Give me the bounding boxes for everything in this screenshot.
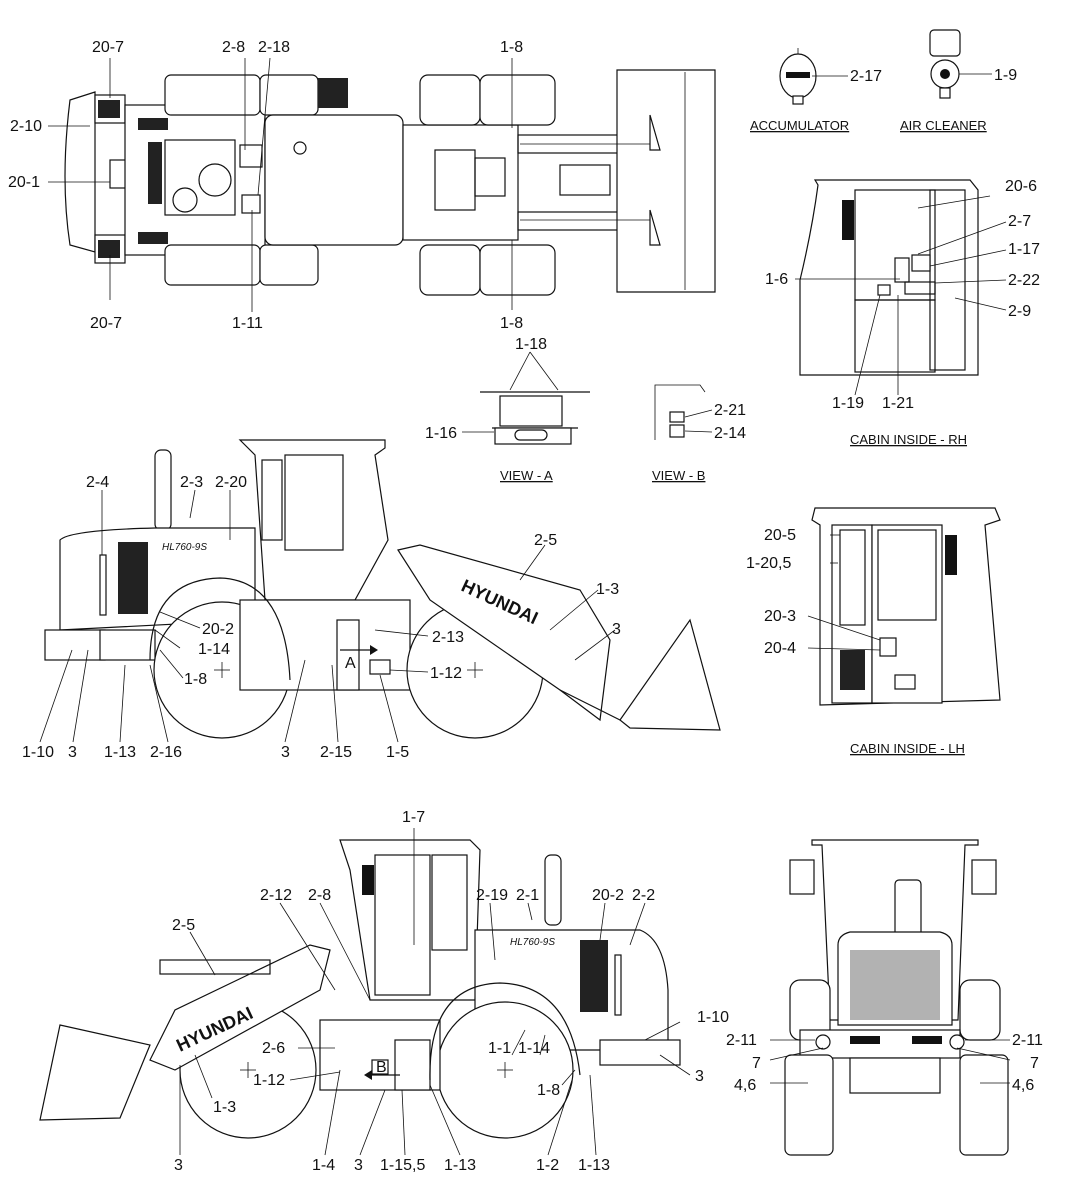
callout-right-2-12: 2-12 bbox=[260, 887, 292, 904]
callout-right-1-7: 1-7 bbox=[402, 809, 425, 826]
callout-top-20-1: 20-1 bbox=[8, 174, 40, 191]
callout-1-21: 1-21 bbox=[882, 395, 914, 412]
callout-left-2-13: 2-13 bbox=[432, 629, 464, 646]
callout-right-1-3: 1-3 bbox=[213, 1099, 236, 1116]
callout-left-2-20: 2-20 bbox=[215, 474, 247, 491]
callout-rear-2-11-left: 2-11 bbox=[726, 1032, 757, 1049]
callout-left-3b: 3 bbox=[281, 744, 290, 761]
callout-left-2-15: 2-15 bbox=[320, 744, 352, 761]
callout-left-1-5: 1-5 bbox=[386, 744, 409, 761]
callout-right-1-2: 1-2 bbox=[536, 1157, 559, 1174]
callout-rear-7-left: 7 bbox=[752, 1055, 761, 1072]
callout-rear-2-11-right: 2-11 bbox=[1012, 1032, 1043, 1049]
view-b-caption: VIEW - B bbox=[652, 468, 705, 483]
callout-2-17: 2-17 bbox=[850, 68, 882, 85]
callout-right-2-8: 2-8 bbox=[308, 887, 331, 904]
callout-1-19: 1-19 bbox=[832, 395, 864, 412]
left-arrow-label: A bbox=[345, 655, 356, 672]
callout-right-1-8: 1-8 bbox=[537, 1082, 560, 1099]
accumulator-detail: 2-17 ACCUMULATOR bbox=[750, 48, 882, 133]
view-a-caption: VIEW - A bbox=[500, 468, 553, 483]
callout-right-1-13b: 1-13 bbox=[578, 1157, 610, 1174]
callout-right-2-6: 2-6 bbox=[262, 1040, 285, 1057]
view-a: 1-18 1-16 VIEW - A bbox=[425, 336, 590, 483]
callout-right-1-10: 1-10 bbox=[697, 1009, 729, 1026]
right-model-text: HL760-9S bbox=[510, 937, 555, 948]
callout-left-3-bucket: 3 bbox=[612, 621, 621, 638]
callout-top-20-7b: 20-7 bbox=[90, 315, 122, 332]
callout-top-2-10: 2-10 bbox=[10, 118, 42, 135]
callout-20-5: 20-5 bbox=[764, 527, 796, 544]
callout-2-21: 2-21 bbox=[714, 402, 746, 419]
callout-20-3: 20-3 bbox=[764, 608, 796, 625]
callout-right-3-rear: 3 bbox=[695, 1068, 704, 1085]
callout-rear-4-6-left: 4,6 bbox=[734, 1077, 756, 1094]
callout-left-1-13: 1-13 bbox=[104, 744, 136, 761]
callout-right-2-19: 2-19 bbox=[476, 887, 508, 904]
callout-rear-7-right: 7 bbox=[1030, 1055, 1039, 1072]
left-side-view: HYUNDAI HL760-9S A 2-4 2-3 2-20 2-5 bbox=[22, 439, 721, 761]
top-view: 20-7 2-8 2-18 1-8 2-10 20-1 20-7 1-11 1-… bbox=[8, 39, 716, 332]
callout-right-2-2: 2-2 bbox=[632, 887, 655, 904]
callout-right-2-5: 2-5 bbox=[172, 917, 195, 934]
accumulator-caption: ACCUMULATOR bbox=[750, 118, 849, 133]
callout-1-18: 1-18 bbox=[515, 336, 547, 353]
callout-top-20-7a: 20-7 bbox=[92, 39, 124, 56]
rear-view: 2-11 2-11 7 7 4,6 4,6 bbox=[726, 839, 1043, 1156]
callout-1-17: 1-17 bbox=[1008, 241, 1040, 258]
view-b: 2-21 2-14 VIEW - B bbox=[652, 384, 746, 483]
callout-rear-4-6-right: 4,6 bbox=[1012, 1077, 1034, 1094]
cabin-lh-caption: CABIN INSIDE - LH bbox=[850, 741, 965, 756]
callout-left-1-14: 1-14 bbox=[198, 641, 230, 658]
callout-1-16: 1-16 bbox=[425, 425, 457, 442]
callout-left-2-5: 2-5 bbox=[534, 532, 557, 549]
callout-left-1-12: 1-12 bbox=[430, 665, 462, 682]
callout-right-1-1: 1-1 bbox=[488, 1040, 511, 1057]
callout-right-1-4: 1-4 bbox=[312, 1157, 335, 1174]
cabin-inside-rh: 20-6 2-7 1-17 1-6 2-22 2-9 1-19 1-21 CAB… bbox=[765, 178, 1040, 447]
callout-top-2-8: 2-8 bbox=[222, 39, 245, 56]
callout-1-6: 1-6 bbox=[765, 271, 788, 288]
air-cleaner-detail: 1-9 AIR CLEANER bbox=[900, 29, 1017, 133]
callout-right-2-1: 2-1 bbox=[516, 887, 539, 904]
callout-left-2-16: 2-16 bbox=[150, 744, 182, 761]
callout-20-4: 20-4 bbox=[764, 640, 796, 657]
right-arrow-label: B bbox=[376, 1059, 387, 1076]
callout-left-1-3: 1-3 bbox=[596, 581, 619, 598]
callout-top-1-11: 1-11 bbox=[232, 315, 263, 332]
callout-2-7: 2-7 bbox=[1008, 213, 1031, 230]
callout-2-9: 2-9 bbox=[1008, 303, 1031, 320]
callout-right-3b: 3 bbox=[354, 1157, 363, 1174]
air-cleaner-caption: AIR CLEANER bbox=[900, 118, 987, 133]
callout-right-1-12: 1-12 bbox=[253, 1072, 285, 1089]
callout-left-2-3: 2-3 bbox=[180, 474, 203, 491]
callout-top-1-8a: 1-8 bbox=[500, 39, 523, 56]
right-side-view: HL760-9S HYUNDAI B bbox=[39, 809, 729, 1174]
callout-20-6: 20-6 bbox=[1005, 178, 1037, 195]
callout-right-1-13a: 1-13 bbox=[444, 1157, 476, 1174]
cabin-rh-caption: CABIN INSIDE - RH bbox=[850, 432, 967, 447]
callout-right-1-14: 1-14 bbox=[518, 1040, 550, 1057]
top-grill-upper bbox=[98, 100, 120, 118]
callout-2-14: 2-14 bbox=[714, 425, 746, 442]
callout-left-2-4: 2-4 bbox=[86, 474, 109, 491]
callout-left-1-10: 1-10 bbox=[22, 744, 54, 761]
callout-2-22: 2-22 bbox=[1008, 272, 1040, 289]
callout-1-20-5: 1-20,5 bbox=[746, 555, 791, 572]
callout-right-1-15-5: 1-15,5 bbox=[380, 1157, 425, 1174]
callout-left-3a: 3 bbox=[68, 744, 77, 761]
callout-top-1-8b: 1-8 bbox=[500, 315, 523, 332]
callout-right-20-2: 20-2 bbox=[592, 887, 624, 904]
callout-left-1-8: 1-8 bbox=[184, 671, 207, 688]
callout-1-9: 1-9 bbox=[994, 67, 1017, 84]
callout-right-3a: 3 bbox=[174, 1157, 183, 1174]
callout-top-2-18: 2-18 bbox=[258, 39, 290, 56]
callout-left-20-2: 20-2 bbox=[202, 621, 234, 638]
cabin-inside-lh: 20-5 1-20,5 20-3 20-4 CABIN INSIDE - LH bbox=[746, 507, 1001, 756]
left-model-text: HL760-9S bbox=[162, 542, 207, 553]
